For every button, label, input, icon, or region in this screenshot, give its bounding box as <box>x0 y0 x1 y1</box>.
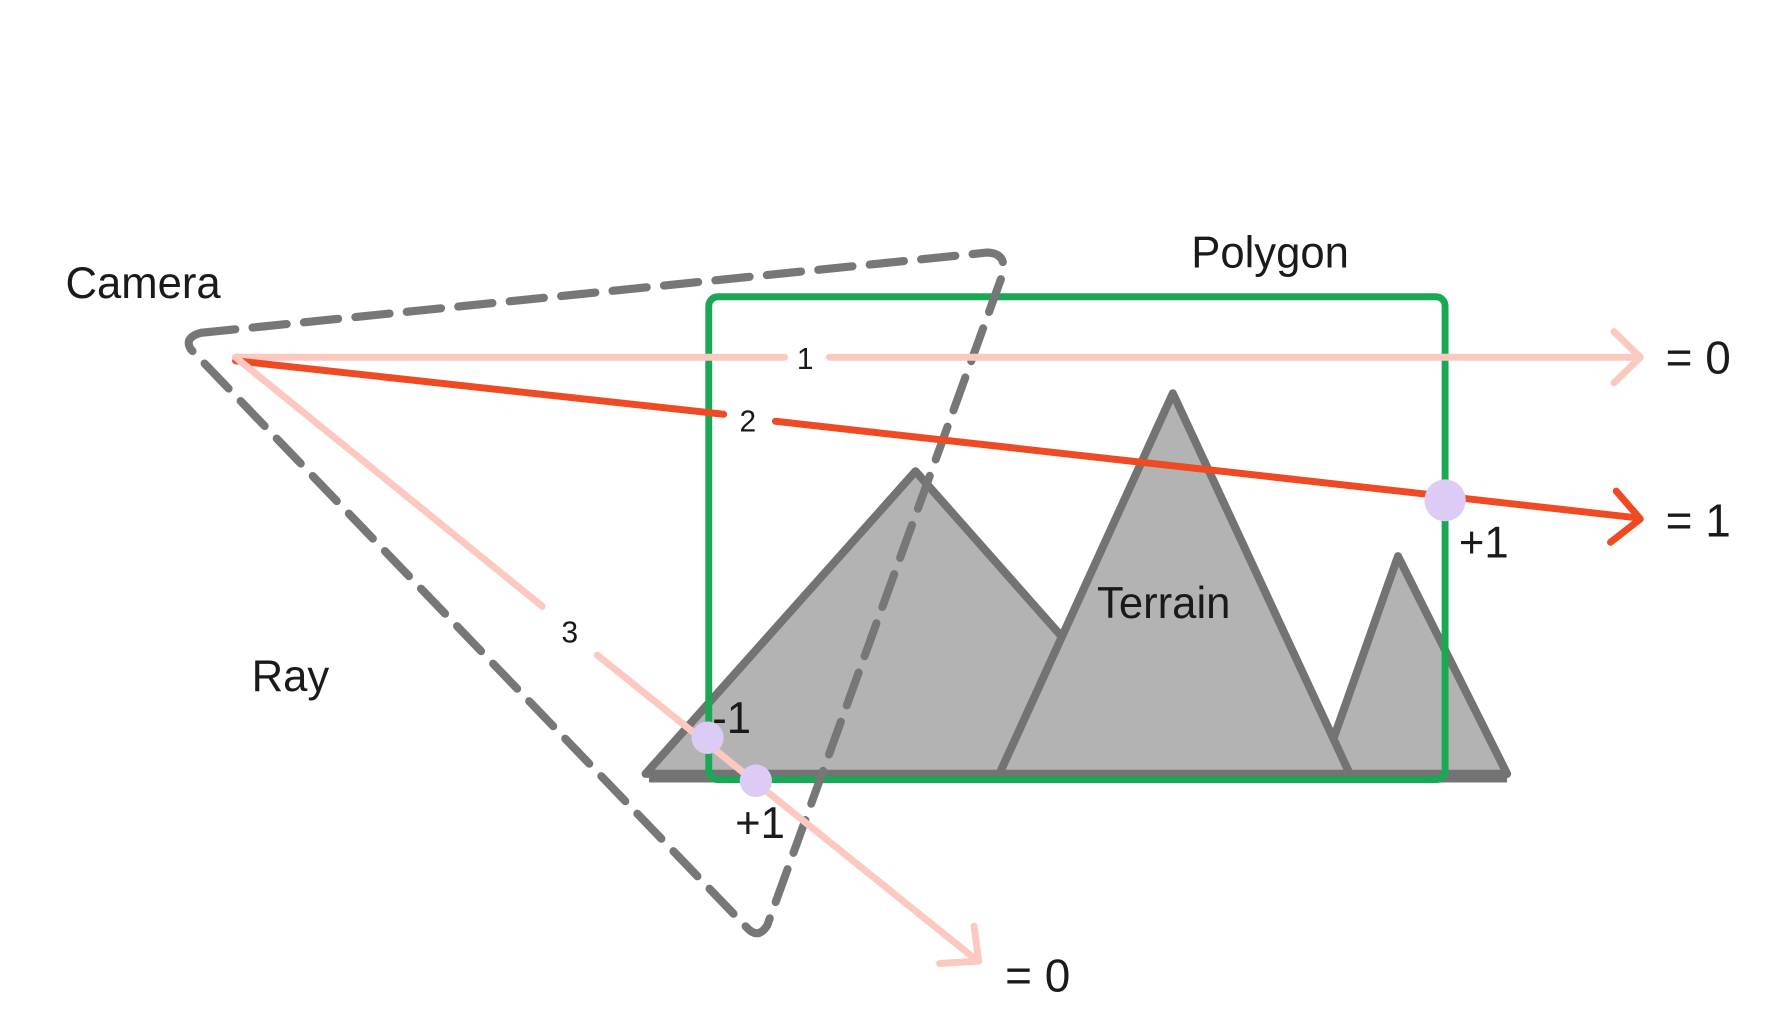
camera-frustum <box>184 248 1008 938</box>
crossing-label: -1 <box>712 694 751 743</box>
polygon-boundary <box>705 293 1449 784</box>
crossing-dot <box>691 721 724 755</box>
ray-3-result: = 0 <box>1005 949 1070 1001</box>
ray-2 <box>232 357 1644 546</box>
ray-label: Ray <box>252 652 330 701</box>
crossing-label: +1 <box>735 799 785 848</box>
ray-1-number: 1 <box>797 343 814 376</box>
ray-1-result: = 0 <box>1666 331 1731 383</box>
crossing-dot <box>739 764 772 798</box>
crossing-dot <box>1424 479 1466 522</box>
arrowhead-icon <box>1610 328 1644 387</box>
ray-3-number: 3 <box>561 616 578 649</box>
ray-1 <box>232 328 1644 387</box>
polygon-label: Polygon <box>1191 228 1349 277</box>
arrowhead-icon <box>1607 487 1644 546</box>
crossing-label: +1 <box>1459 518 1509 567</box>
mountain-right <box>1317 552 1512 778</box>
mountain-center <box>995 389 1354 778</box>
terrain-label: Terrain <box>1097 579 1230 628</box>
ray-2-result: = 1 <box>1666 494 1731 546</box>
terrain <box>641 389 1512 783</box>
arrowhead-icon <box>936 922 983 967</box>
ray-3 <box>232 353 983 967</box>
camera-label: Camera <box>65 259 221 308</box>
ray-2-number: 2 <box>740 406 757 439</box>
